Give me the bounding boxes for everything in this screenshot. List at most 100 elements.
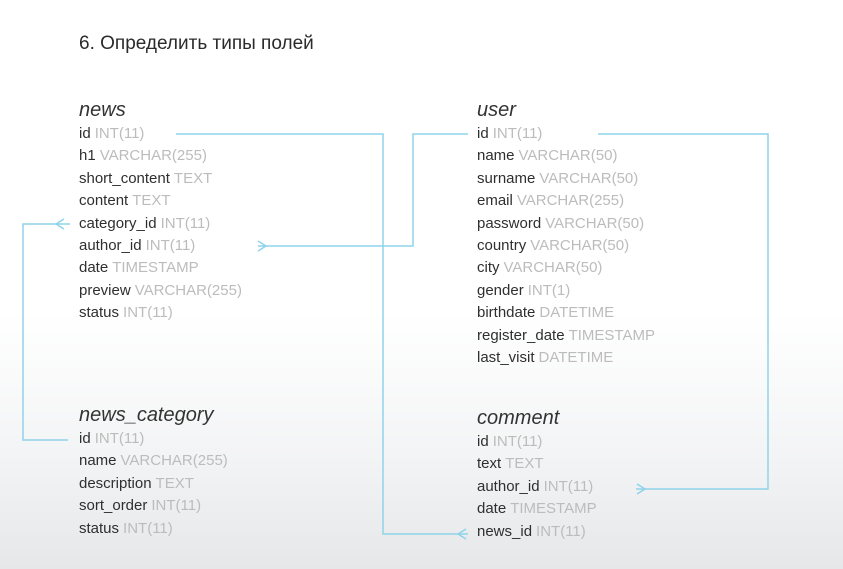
field-name: password [477, 214, 542, 232]
field-name: id [477, 125, 489, 142]
field-type: INT(11) [160, 214, 211, 232]
slide-title: 6. Определить типы полей [79, 33, 314, 54]
field-name: last_visit [477, 348, 535, 366]
field-name: description [79, 474, 152, 492]
field-type: TEXT [505, 455, 544, 473]
field-type: INT(1) [527, 281, 571, 299]
field-name: h1 [79, 147, 96, 165]
field-type: DATETIME [538, 348, 614, 366]
table-title: user [477, 99, 516, 121]
field-name: name [477, 147, 515, 165]
field-name: email [477, 192, 513, 210]
field-name: id [477, 433, 489, 450]
field-name: status [79, 519, 120, 537]
field-type: VARCHAR(50) [530, 236, 630, 254]
connector-category-id-to-news-category-id [22, 223, 70, 441]
field-type: VARCHAR(50) [545, 214, 645, 232]
connector-news-id-to-comment-news-id [176, 133, 468, 535]
table-title: news [79, 99, 126, 121]
field-type: INT(11) [94, 125, 145, 142]
table-title: news_category [79, 404, 214, 426]
arrow-news-category-id [54, 218, 65, 230]
field-type: INT(11) [123, 304, 173, 322]
field-type: VARCHAR(255) [134, 281, 242, 299]
field-name: date [477, 500, 507, 518]
connector-user-id-to-news-author-id [258, 133, 468, 247]
field-name: register_date [477, 326, 565, 344]
field-name: country [477, 236, 527, 254]
field-type: VARCHAR(50) [503, 259, 603, 277]
field-name: name [79, 452, 117, 470]
field-name: news_id [477, 522, 533, 540]
field-name: surname [477, 169, 536, 187]
field-name: content [79, 192, 129, 210]
field-name: sort_order [79, 497, 148, 515]
field-type: INT(11) [543, 477, 594, 495]
field-name: id [79, 125, 91, 142]
field-type: TEXT [155, 474, 194, 492]
field-type: VARCHAR(255) [516, 192, 625, 210]
field-type: INT(11) [492, 433, 543, 450]
field-name: short_content [79, 169, 170, 187]
field-name: gender [477, 281, 524, 299]
field-type: VARCHAR(50) [539, 169, 639, 187]
table-title: comment [477, 407, 560, 429]
field-name: status [79, 304, 120, 322]
arrow-news-author-id [257, 240, 268, 252]
field-name: birthdate [477, 304, 536, 322]
field-type: TIMESTAMP [112, 259, 199, 277]
field-type: VARCHAR(255) [120, 452, 228, 470]
arrow-comment-author-id [636, 483, 647, 495]
field-name: id [79, 430, 91, 447]
field-name: city [477, 259, 500, 277]
field-type: VARCHAR(255) [99, 147, 207, 165]
field-type: VARCHAR(50) [518, 147, 618, 165]
field-name: preview [79, 281, 131, 299]
field-type: TEXT [173, 169, 213, 187]
field-type: TIMESTAMP [568, 326, 655, 344]
field-type: INT(11) [492, 125, 543, 142]
field-name: text [477, 455, 502, 473]
field-name: author_id [477, 477, 540, 495]
connector-user-id-to-comment-author-id [598, 133, 769, 490]
arrow-comment-news-id [456, 528, 467, 540]
field-type: DATETIME [539, 304, 615, 322]
field-type: INT(11) [94, 430, 145, 447]
field-type: INT(11) [145, 236, 196, 254]
field-type: INT(11) [151, 497, 202, 515]
